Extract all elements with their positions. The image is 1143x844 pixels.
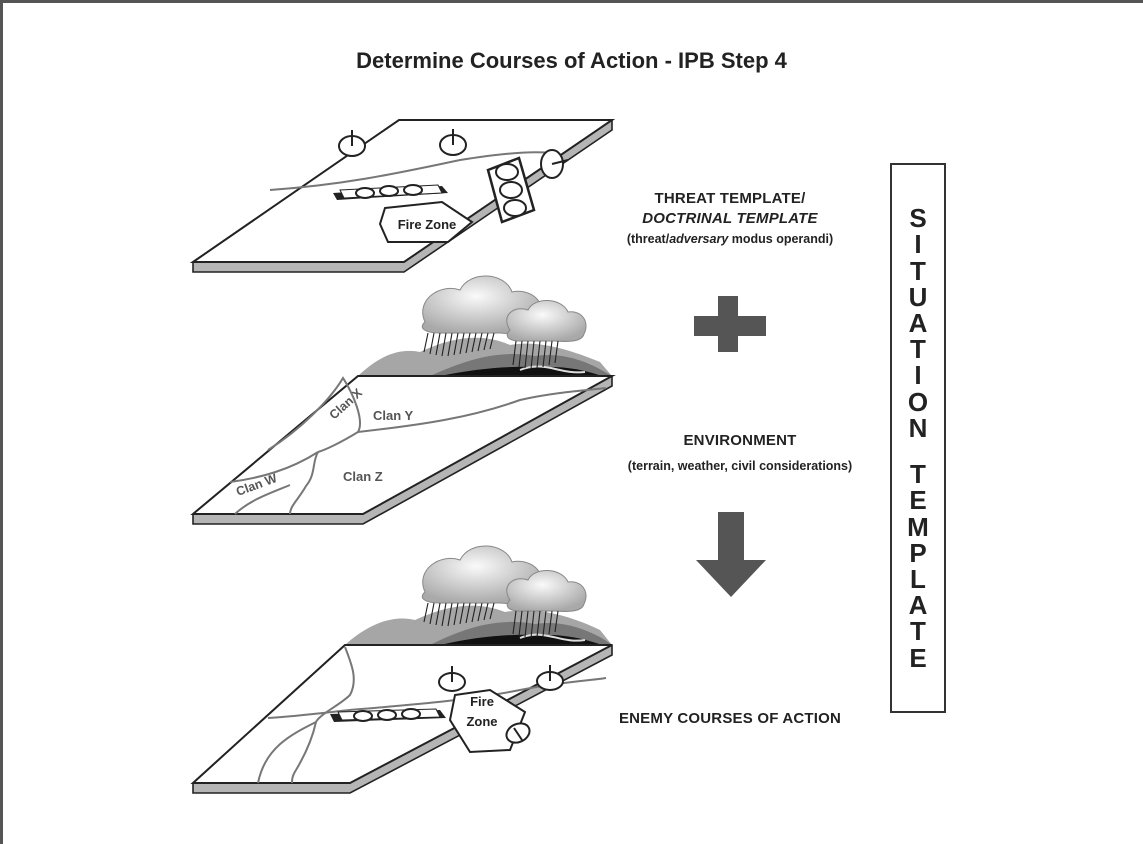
artillery-battery-icon xyxy=(330,708,446,722)
situation-word2-letter: L xyxy=(910,563,926,594)
unit-symbol-icon xyxy=(439,129,467,156)
environment-subtitle: (terrain, weather, civil considerations) xyxy=(627,459,853,473)
threat-template-line2: DOCTRINAL TEMPLATE xyxy=(642,210,818,227)
unit-symbol-icon xyxy=(536,665,564,691)
enemy-coa-label: ENEMY COURSES OF ACTION xyxy=(580,710,880,727)
plus-icon xyxy=(694,296,766,352)
situation-word2-letter: P xyxy=(909,537,927,568)
unit-symbol-icon xyxy=(540,149,569,179)
environment-terrain xyxy=(358,337,612,376)
clan-z-label: Clan Z xyxy=(343,469,383,484)
situation-word1-letter: N xyxy=(908,412,928,443)
situation-word2-letter: E xyxy=(909,642,927,673)
unit-symbol-icon xyxy=(338,130,366,157)
situation-word1-letter: S xyxy=(909,203,927,234)
clan-boundaries xyxy=(229,376,607,515)
situation-word1-letter: I xyxy=(914,360,922,391)
environment-label: ENVIRONMENT (terrain, weather, civil con… xyxy=(600,432,880,473)
clan-y-label: Clan Y xyxy=(373,408,414,423)
threat-template-sub-italic: adversary xyxy=(669,232,729,246)
rain-cloud-icon xyxy=(506,300,587,370)
fire-zone-label-line2: Zone xyxy=(466,714,497,729)
coa-boundaries xyxy=(257,646,607,784)
situation-word2-letter: M xyxy=(907,511,929,542)
situation-word1-letter: A xyxy=(908,308,928,339)
threat-template-sub-pre: (threat/ xyxy=(626,232,670,246)
artillery-battery-icon xyxy=(486,156,536,224)
fire-zone-label-line1: Fire xyxy=(470,694,494,709)
artillery-battery-icon xyxy=(333,184,448,200)
situation-word2-letter: E xyxy=(909,485,927,516)
threat-template-label: THREAT TEMPLATE/ DOCTRINAL TEMPLATE (thr… xyxy=(610,190,850,246)
fire-zone-label: Fire Zone xyxy=(398,217,457,232)
threat-template-slab xyxy=(189,119,616,273)
situation-word2-letter: A xyxy=(908,590,928,621)
rain-cloud-icon xyxy=(506,570,587,639)
unit-symbol-icon xyxy=(505,722,531,744)
threat-template-sub-post: modus operandi) xyxy=(728,232,834,246)
fire-zone-polygon: Fire Zone xyxy=(378,200,474,243)
threat-template-line1: THREAT TEMPLATE/ xyxy=(654,190,806,207)
environment-slab xyxy=(190,375,616,525)
situation-word1-letter: U xyxy=(908,281,928,312)
situation-word1-letter: T xyxy=(910,255,926,286)
unit-symbol-icon xyxy=(438,666,466,692)
situation-word1-letter: T xyxy=(910,334,926,365)
situation-word2-letter: T xyxy=(910,459,926,490)
environment-title: ENVIRONMENT xyxy=(683,432,797,449)
situation-word1-letter: I xyxy=(914,229,922,260)
down-arrow-icon xyxy=(696,512,766,597)
situation-word1-letter: O xyxy=(907,386,929,417)
diagram-title: Determine Courses of Action - IPB Step 4 xyxy=(356,48,787,73)
situation-word2-letter: T xyxy=(910,616,926,647)
enemy-coa-title: ENEMY COURSES OF ACTION xyxy=(618,710,842,727)
